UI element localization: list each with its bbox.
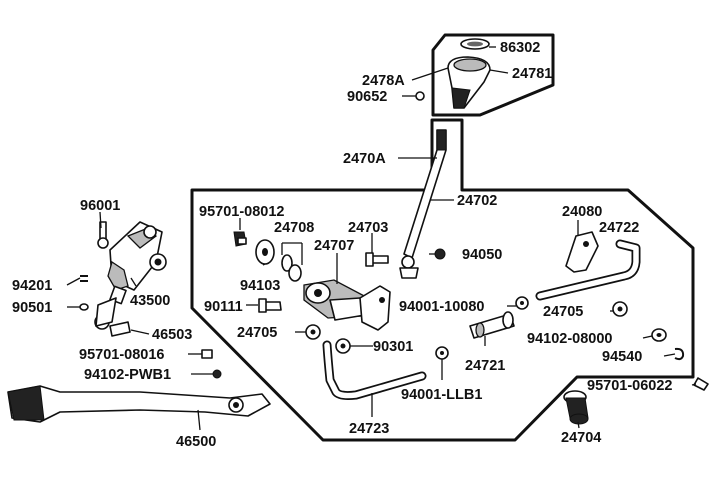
label-24708: 24708 (274, 220, 314, 236)
collar-24705-right (612, 301, 628, 317)
label-90501: 90501 (12, 300, 52, 316)
bleeder-bolt (97, 221, 109, 249)
label-90111: 90111 (204, 299, 243, 315)
label-95701-08012: 95701-08012 (199, 204, 284, 220)
shift-shaft-24707 (303, 279, 391, 331)
label-94001-LLB1: 94001-LLB1 (401, 387, 482, 403)
bracket-24080 (565, 231, 599, 273)
label-2470A: 2470A (343, 151, 386, 167)
collar-24705-left (305, 324, 321, 340)
label-43500: 43500 (130, 293, 170, 309)
label-24080: 24080 (562, 204, 602, 220)
adjuster-24721 (469, 311, 515, 339)
label-94050: 94050 (462, 247, 502, 263)
bolt-95701-06022 (693, 377, 709, 391)
label-24705-left: 24705 (237, 325, 277, 341)
washer-94102-pwb1 (212, 369, 222, 379)
bolt-90111 (258, 298, 282, 313)
shift-lever-arm (399, 129, 447, 279)
part-labels: 86302 24781 2478A 90652 2470A 24702 9600… (12, 40, 672, 450)
knob-group-outline (431, 33, 555, 117)
label-24705-right: 24705 (543, 304, 583, 320)
brake-master-cylinder (94, 221, 167, 330)
clip-94201 (80, 275, 88, 282)
bolt-95701-08012 (233, 231, 247, 247)
label-96001: 96001 (80, 198, 120, 214)
shift-rod-24723 (322, 340, 427, 401)
pin-46503 (109, 321, 131, 337)
label-24723: 24723 (349, 421, 389, 437)
nut-90301 (335, 338, 351, 354)
label-24702: 24702 (457, 193, 497, 209)
label-86302: 86302 (500, 40, 540, 56)
label-94102-08000: 94102-08000 (527, 331, 612, 347)
shift-rod-24722 (535, 239, 641, 301)
clip-94540 (674, 347, 685, 361)
nut-94001-10080 (515, 296, 529, 310)
leader-lines (66, 46, 697, 431)
label-94201: 94201 (12, 278, 52, 294)
label-95701-08016: 95701-08016 (79, 347, 164, 363)
nut-94050 (434, 248, 446, 260)
shift-lever-group-outline (190, 118, 695, 442)
label-24722: 24722 (599, 220, 639, 236)
label-90301: 90301 (373, 339, 413, 355)
shift-knob (447, 56, 491, 109)
label-95701-06022: 95701-06022 (587, 378, 672, 394)
label-94102-PWB1: 94102-PWB1 (84, 367, 171, 383)
label-2478A: 2478A (362, 73, 405, 89)
knob-badge (460, 38, 490, 50)
spring-24704 (563, 390, 589, 425)
knob-screw (415, 91, 425, 101)
nut-94001-llb1 (435, 346, 449, 360)
label-24704: 24704 (561, 430, 601, 446)
label-46503: 46503 (152, 327, 192, 343)
label-24707: 24707 (314, 238, 354, 254)
label-24721: 24721 (465, 358, 505, 374)
label-94001-10080: 94001-10080 (399, 299, 484, 315)
label-24703: 24703 (348, 220, 388, 236)
label-24781: 24781 (512, 66, 552, 82)
label-94103: 94103 (240, 278, 280, 294)
label-46500: 46500 (176, 434, 216, 450)
washer-90501 (79, 303, 89, 311)
label-94540: 94540 (602, 349, 642, 365)
bolt-24703 (365, 252, 389, 267)
brake-pedal (7, 385, 271, 423)
washer-94103 (255, 239, 275, 265)
o-ring-24708 (281, 254, 302, 282)
washer-94102-08000 (651, 328, 667, 342)
label-90652: 90652 (347, 89, 387, 105)
bolt-95701-08016 (201, 349, 213, 359)
